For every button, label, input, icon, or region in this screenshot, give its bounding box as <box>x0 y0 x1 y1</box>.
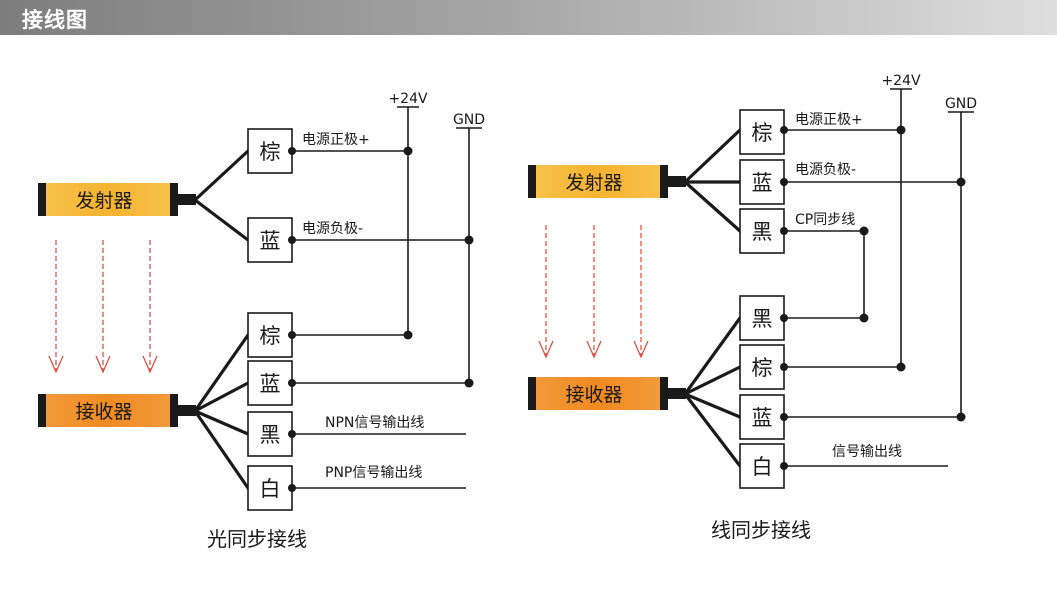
right-emitter-device: 发射器 <box>528 165 686 198</box>
right-receiver-wire-blue: 蓝 <box>739 394 961 440</box>
right-emitter-wire-blue: 蓝 电源负极- <box>739 159 961 205</box>
left-npn-output-label: NPN信号输出线 <box>325 415 424 431</box>
right-emitter-wire-brown: 棕 电源正极+ <box>739 109 901 155</box>
wire-color-label: 棕 <box>260 140 281 164</box>
wiring-diagram: 发射器 接收器 棕 <box>38 73 977 551</box>
left-plus24v-label: +24V <box>388 91 428 107</box>
right-cp-sync-label: CP同步线 <box>795 212 855 228</box>
wire-color-label: 棕 <box>752 356 773 380</box>
page-title: 接线图 <box>22 8 88 32</box>
right-gnd-bus: GND <box>945 96 977 422</box>
right-receiver-wire-black: 黑 <box>739 295 864 341</box>
left-emitter-device: 发射器 <box>38 183 196 216</box>
right-signal-output-label: 信号输出线 <box>832 444 902 460</box>
right-cp-sync-link <box>859 226 869 323</box>
left-emitter-wire-brown: 棕 电源正极+ <box>247 128 407 174</box>
left-gnd-label: GND <box>453 112 485 128</box>
left-light-arrows <box>48 240 158 374</box>
wire-color-label: 蓝 <box>260 372 281 396</box>
right-caption: 线同步接线 <box>711 518 811 542</box>
left-diagram: 发射器 接收器 棕 <box>38 91 485 551</box>
right-power-positive-label: 电源正极+ <box>795 112 863 128</box>
left-receiver-wire-blue: 蓝 <box>247 360 469 406</box>
right-power-negative-label: 电源负极- <box>795 162 856 178</box>
wire-color-label: 白 <box>260 477 281 501</box>
left-receiver-wire-white: 白 PNP信号输出线 <box>247 465 466 511</box>
right-receiver-label: 接收器 <box>565 384 622 406</box>
wire-color-label: 棕 <box>260 324 281 348</box>
left-receiver-label: 接收器 <box>75 401 132 423</box>
header-bar: 接线图 <box>0 0 1057 35</box>
right-receiver-wire-brown: 棕 <box>739 344 901 390</box>
left-receiver-device: 接收器 <box>38 394 196 427</box>
left-receiver-wire-black: 黑 NPN信号输出线 <box>247 411 466 457</box>
wire-color-label: 白 <box>752 455 773 479</box>
left-receiver-wire-brown: 棕 <box>247 312 407 358</box>
left-pnp-output-label: PNP信号输出线 <box>325 465 422 481</box>
left-emitter-wire-blue: 蓝 电源负极- <box>247 217 469 263</box>
wire-color-label: 棕 <box>752 121 773 145</box>
wire-color-label: 蓝 <box>752 171 773 195</box>
wire-color-label: 黑 <box>260 423 281 447</box>
right-receiver-device: 接收器 <box>528 377 686 410</box>
right-plus24v-label: +24V <box>881 73 921 89</box>
right-gnd-label: GND <box>945 96 977 112</box>
left-emitter-label: 发射器 <box>75 190 132 212</box>
right-emitter-label: 发射器 <box>565 172 622 194</box>
wire-color-label: 黑 <box>752 220 773 244</box>
wire-color-label: 黑 <box>752 307 773 331</box>
left-power-positive-label: 电源正极+ <box>302 132 370 148</box>
wire-color-label: 蓝 <box>260 229 281 253</box>
right-receiver-wire-white: 白 信号输出线 <box>739 443 948 489</box>
right-plus24v-bus: +24V <box>881 73 921 372</box>
left-caption: 光同步接线 <box>207 527 307 551</box>
right-emitter-wire-black: 黑 CP同步线 <box>739 208 864 254</box>
wire-color-label: 蓝 <box>752 406 773 430</box>
left-power-negative-label: 电源负极- <box>302 221 363 237</box>
left-plus24v-bus: +24V <box>388 91 428 340</box>
right-diagram: 发射器 接收器 棕 <box>528 73 977 542</box>
left-gnd-bus: GND <box>453 112 485 388</box>
right-light-arrows <box>538 225 649 359</box>
